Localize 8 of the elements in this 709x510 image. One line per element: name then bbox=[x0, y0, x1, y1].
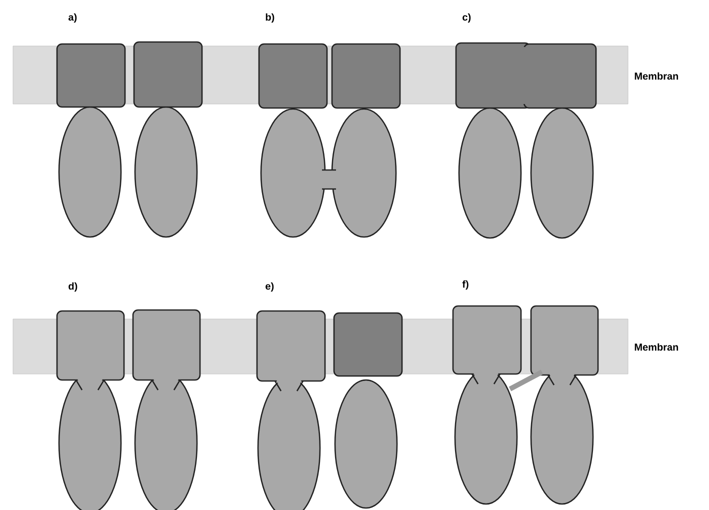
panel-label: c) bbox=[462, 13, 471, 23]
panel-label: e) bbox=[266, 282, 274, 292]
membrane-label: Membran bbox=[634, 72, 678, 80]
panel-label: a) bbox=[68, 13, 77, 23]
membrane-label: Membran bbox=[634, 343, 678, 351]
panel-label: b) bbox=[266, 13, 274, 23]
panel-label: f) bbox=[462, 280, 468, 290]
panel-label: d) bbox=[68, 282, 78, 292]
